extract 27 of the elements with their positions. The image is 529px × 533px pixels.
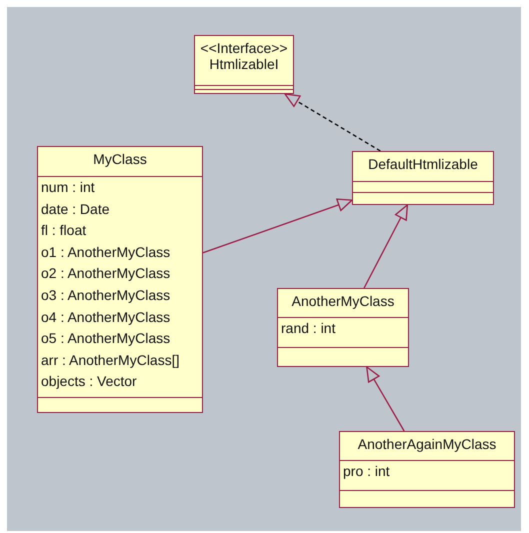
attribute-text: rand : int [280, 319, 336, 338]
attribute-text: o1 : AnotherMyClass [40, 242, 172, 262]
attribute-text: arr : AnotherMyClass[] [40, 350, 180, 370]
class-name: DefaultHtmlizable [367, 156, 479, 172]
attribute-text: date : Date [40, 200, 110, 219]
attribute-text: pro : int [342, 462, 391, 481]
generalization-arrow [364, 204, 408, 288]
generalization-arrow [202, 198, 353, 254]
attribute-text: o2 : AnotherMyClass [40, 264, 172, 284]
class-name: MyClass [92, 151, 148, 167]
class-box [37, 146, 203, 413]
attribute-text: num : int [40, 178, 96, 197]
class-name: AnotherMyClass [290, 293, 396, 309]
attribute-text: fl : float [40, 221, 88, 240]
attribute-text: o4 : AnotherMyClass [40, 308, 172, 327]
class-box [352, 151, 494, 205]
attribute-text: o5 : AnotherMyClass [40, 329, 172, 348]
class-box [194, 35, 294, 94]
realization-arrow [284, 93, 381, 152]
class-box [277, 288, 409, 367]
class-box [339, 431, 515, 508]
stereotype-label: <<Interface>> [199, 40, 289, 56]
class-name: HtmlizableI [208, 56, 280, 72]
class-name: AnotherAgainMyClass [356, 436, 498, 452]
attribute-text: o3 : AnotherMyClass [40, 286, 172, 305]
attribute-text: objects : Vector [40, 372, 138, 392]
generalization-arrow [366, 366, 405, 432]
